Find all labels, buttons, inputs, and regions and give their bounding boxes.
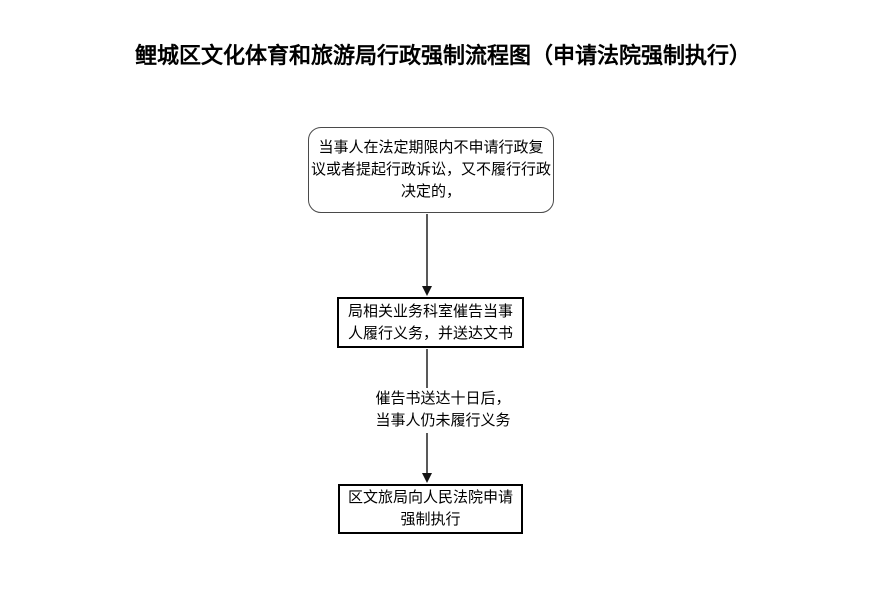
edge-condition-label: 催告书送达十日后， 当事人仍未履行义务: [343, 388, 543, 432]
connector-line-3: [426, 433, 428, 474]
node-text-line: 当事人在法定期限内不申请行政复: [318, 140, 544, 156]
node-text-line: 人履行义务，并送达文书: [347, 325, 513, 342]
node-text-line: 决定的，: [400, 184, 461, 200]
node-text-line: 强制执行: [400, 512, 461, 528]
arrow-down-icon: [421, 286, 432, 296]
flow-node-apply-court: 区文旅局向人民法院申请 强制执行: [338, 484, 523, 534]
edge-label-line: 催告书送达十日后，: [375, 391, 511, 407]
connector-line-1: [426, 214, 428, 288]
edge-label-line: 当事人仍未履行义务: [375, 413, 511, 429]
page-title: 鲤城区文化体育和旅游局行政强制流程图（申请法院强制执行）: [134, 43, 751, 68]
arrow-down-icon: [421, 473, 432, 483]
flow-node-notify-obligation: 局相关业务科室催告当事 人履行义务，并送达文书: [337, 297, 524, 348]
connector-line-2: [426, 349, 428, 388]
node-text-line: 议或者提起行政诉讼，又不履行行政: [310, 162, 551, 178]
node-text-line: 局相关业务科室催告当事: [347, 303, 513, 320]
node-text-line: 区文旅局向人民法院申请: [347, 490, 513, 506]
flow-node-start-condition: 当事人在法定期限内不申请行政复 议或者提起行政诉讼，又不履行行政 决定的，: [308, 127, 554, 213]
